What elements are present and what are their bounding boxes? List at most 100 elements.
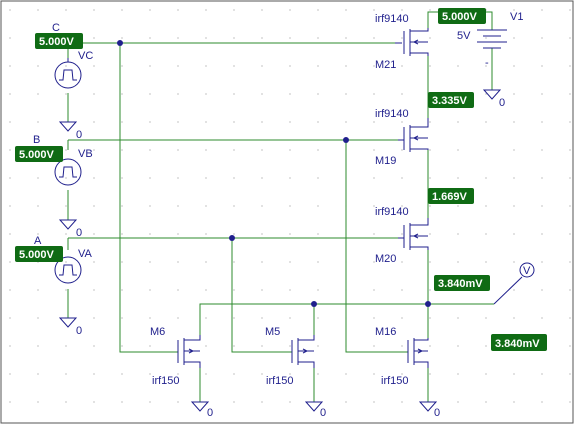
grid-dot	[233, 93, 235, 95]
grid-dot	[317, 9, 319, 11]
grid-dot	[205, 149, 207, 151]
grid-dot	[121, 37, 123, 39]
nmos-name: M5	[265, 326, 280, 338]
grid-dot	[261, 65, 263, 67]
grid-dot	[37, 345, 39, 347]
grid-dot	[233, 149, 235, 151]
grid-dot	[457, 149, 459, 151]
grid-dot	[149, 233, 151, 235]
grid-dot	[401, 93, 403, 95]
grid-dot	[37, 373, 39, 375]
grid-dot	[205, 317, 207, 319]
grid-dot	[177, 373, 179, 375]
grid-dot	[569, 289, 571, 291]
grid-dot	[317, 373, 319, 375]
grid-dot	[429, 37, 431, 39]
grid-dot	[457, 261, 459, 263]
grid-dot	[121, 317, 123, 319]
grid-dot	[261, 373, 263, 375]
grid-dot	[373, 205, 375, 207]
pmos-m21[interactable]: irf9140 M21	[375, 13, 429, 71]
grid-dot	[373, 401, 375, 403]
nmos-m16[interactable]: M16 irf150	[375, 326, 429, 387]
grid-dot	[37, 121, 39, 123]
grid-dot	[373, 345, 375, 347]
grid-dot	[65, 345, 67, 347]
grid-dot	[401, 373, 403, 375]
grid-dot	[93, 9, 95, 11]
grid-dot	[93, 233, 95, 235]
ground-symbol: 0	[58, 219, 82, 239]
source-vc[interactable]: C VC	[52, 22, 93, 89]
grid-dot	[345, 373, 347, 375]
grid-dot	[541, 373, 543, 375]
grid-dot	[233, 401, 235, 403]
grid-dot	[513, 93, 515, 95]
grid-dot	[401, 317, 403, 319]
grid-dot	[373, 373, 375, 375]
pmos-name: M21	[375, 59, 396, 71]
grid-dot	[149, 121, 151, 123]
grid-dot	[9, 345, 11, 347]
grid-dot	[429, 65, 431, 67]
grid-dot	[541, 121, 543, 123]
grid-dot	[261, 345, 263, 347]
grid-dot	[289, 233, 291, 235]
grid-dot	[513, 401, 515, 403]
source-va[interactable]: A VA	[34, 235, 93, 284]
grid-dot	[93, 65, 95, 67]
grid-dot	[485, 149, 487, 151]
grid-dot	[37, 177, 39, 179]
grid-dot	[65, 289, 67, 291]
grid-dot	[429, 9, 431, 11]
grid-dot	[37, 233, 39, 235]
grid-dot	[457, 373, 459, 375]
pmos-m19[interactable]: irf9140 M19	[375, 108, 429, 167]
ground-symbol: 0	[482, 89, 505, 109]
voltage-label-out: 3.840mV	[434, 275, 490, 291]
grid-dot	[233, 205, 235, 207]
grid-dot	[457, 121, 459, 123]
grid-dot	[289, 65, 291, 67]
voltage-probe[interactable]: V	[493, 262, 535, 305]
grid-dot	[65, 261, 67, 263]
grid-dot	[457, 177, 459, 179]
grid-dot	[317, 121, 319, 123]
grid-dot	[513, 65, 515, 67]
grid-dot	[541, 317, 543, 319]
grid-dot	[541, 9, 543, 11]
grid-dot	[569, 345, 571, 347]
nmos-m5[interactable]: M5 irf150	[265, 326, 315, 387]
grid-dot	[485, 345, 487, 347]
voltage-label-a: 5.000V	[15, 246, 63, 262]
grid-dot	[65, 9, 67, 11]
grid-dot	[233, 345, 235, 347]
battery-v1[interactable]: - V1 5V	[457, 11, 523, 69]
grid-dot	[569, 177, 571, 179]
svg-text:3.335V: 3.335V	[432, 95, 468, 107]
grid-dot	[205, 37, 207, 39]
net-label-c: C	[52, 22, 60, 34]
grid-dot	[485, 261, 487, 263]
nmos-m6[interactable]: M6 irf150	[150, 326, 201, 387]
grid-dot	[569, 317, 571, 319]
grid-dot	[149, 9, 151, 11]
grid-dot	[65, 401, 67, 403]
ground-label: 0	[76, 227, 82, 239]
grid-dot	[121, 401, 123, 403]
grid-dot	[149, 261, 151, 263]
grid-dot	[429, 261, 431, 263]
grid-dot	[485, 177, 487, 179]
grid-dot	[233, 177, 235, 179]
grid-dot	[317, 37, 319, 39]
grid-dot	[401, 289, 403, 291]
grid-dot	[205, 177, 207, 179]
grid-dot	[9, 317, 11, 319]
pmos-m20[interactable]: irf9140 M20	[375, 206, 429, 265]
grid-dot	[457, 37, 459, 39]
grid-dot	[513, 317, 515, 319]
grid-dot	[457, 317, 459, 319]
source-vb[interactable]: B VB	[33, 134, 93, 186]
ground-label: 0	[434, 407, 440, 419]
grid-dot	[289, 289, 291, 291]
